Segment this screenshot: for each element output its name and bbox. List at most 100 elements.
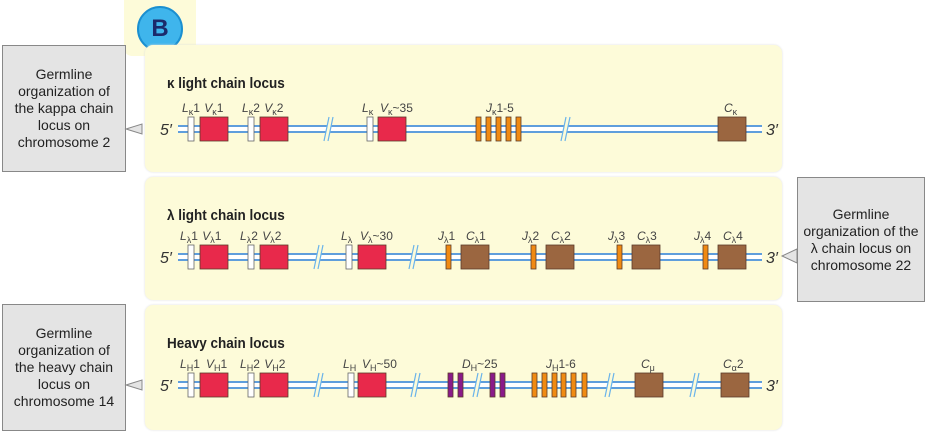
break-line [608, 372, 615, 398]
gene-segment-label: Lλ [341, 229, 353, 245]
gene-segment-label: Vλ1 [202, 229, 222, 245]
variable-gene-segment [377, 116, 407, 142]
kappa-locus-panel: κ light chain locus [145, 45, 782, 172]
lambda-title: λ light chain locus [167, 207, 285, 224]
gene-segment-label: Vκ1 [204, 101, 224, 117]
dna-strand [178, 125, 762, 133]
break-line [317, 244, 324, 270]
lambda-locus-panel: λ light chain locus [145, 177, 782, 300]
leader-gene-segment [187, 372, 195, 398]
gene-segment-label: DH~25 [462, 357, 498, 373]
gene-segment-label: Vλ2 [262, 229, 282, 245]
gene-segment-label: VH1 [206, 357, 228, 373]
break-line [410, 372, 417, 398]
gene-segment-label: Cκ [724, 101, 738, 117]
chromosome-break-mark [690, 373, 699, 397]
gene-segment-label: Jλ2 [521, 229, 540, 245]
leader-gene-segment [187, 244, 195, 270]
break-line [313, 244, 320, 270]
kappa-callout: Germline organization of the kappa chain… [2, 45, 126, 172]
lambda-callout: Germline organization of the λ chain loc… [797, 177, 925, 302]
joining-gene-segment [551, 372, 558, 398]
variable-gene-segment [259, 244, 289, 270]
three-prime-label: 3′ [766, 378, 779, 395]
five-prime-label: 5′ [160, 250, 173, 267]
break-line [414, 372, 421, 398]
gene-segment-label: LH1 [180, 357, 200, 373]
constant-gene-segment [720, 372, 750, 398]
kappa-title: κ light chain locus [167, 75, 285, 92]
gene-segment-label: LH [343, 357, 356, 373]
joining-gene-segment [702, 244, 709, 270]
heavy-locus-panel: Heavy chain locus [145, 305, 782, 430]
variable-gene-segment [199, 116, 229, 142]
joining-gene-segment [560, 372, 567, 398]
gene-segment-label: Cλ3 [637, 229, 657, 245]
gene-segment-label: Lλ2 [240, 229, 258, 245]
break-line [317, 372, 324, 398]
variable-gene-segment [259, 116, 289, 142]
leader-gene-segment [187, 116, 195, 142]
variable-gene-segment [357, 244, 387, 270]
five-prime-label: 5′ [160, 122, 173, 139]
gene-segment-label: Vκ2 [264, 101, 284, 117]
joining-gene-segment [505, 116, 512, 142]
joining-gene-segment [530, 244, 537, 270]
chromosome-break-mark [314, 245, 323, 269]
break-line [689, 372, 696, 398]
gene-segment-label: Vλ~30 [360, 229, 393, 245]
gene-segment-label: Lκ2 [242, 101, 260, 117]
gene-segment-label: VH2 [264, 357, 286, 373]
gene-segment-label: Jλ4 [693, 229, 712, 245]
leader-gene-segment [247, 116, 255, 142]
chromosome-break-mark [605, 373, 614, 397]
chromosome-break-mark [314, 373, 323, 397]
diversity-gene-segment [489, 372, 496, 398]
joining-gene-segment [581, 372, 588, 398]
constant-gene-segment [631, 244, 661, 270]
gene-segment-label: Cλ2 [551, 229, 571, 245]
break-line [323, 116, 330, 142]
heavy-callout: Germline organization of the heavy chain… [2, 304, 126, 431]
panel-badge: B [137, 6, 183, 52]
variable-gene-segment [259, 372, 289, 398]
chromosome-break-mark [411, 373, 420, 397]
five-prime-label: 5′ [160, 378, 173, 395]
constant-gene-segment [545, 244, 575, 270]
gene-segment-label: Jλ1 [437, 229, 456, 245]
gene-segment-label: Cμ [641, 357, 655, 373]
diversity-gene-segment [457, 372, 464, 398]
leader-gene-segment [247, 244, 255, 270]
chromosome-break-mark [473, 373, 482, 397]
break-line [472, 372, 479, 398]
joining-gene-segment [495, 116, 502, 142]
gene-segment-label: Cα2 [723, 357, 744, 373]
variable-gene-segment [357, 372, 387, 398]
joining-gene-segment [531, 372, 538, 398]
heavy-callout-pointer [124, 379, 143, 391]
diversity-gene-segment [447, 372, 454, 398]
gene-segment-label: Cλ1 [466, 229, 486, 245]
dna-strand [178, 381, 762, 389]
gene-segment-label: Vκ~35 [380, 101, 413, 117]
break-line [693, 372, 700, 398]
break-line [560, 116, 567, 142]
joining-gene-segment [445, 244, 452, 270]
leader-gene-segment [347, 372, 355, 398]
break-line [476, 372, 483, 398]
gene-segment-label: Cλ4 [723, 229, 743, 245]
break-line [327, 116, 334, 142]
gene-segment-label: LH2 [240, 357, 260, 373]
joining-gene-segment [570, 372, 577, 398]
leader-gene-segment [366, 116, 374, 142]
variable-gene-segment [199, 372, 229, 398]
lambda-callout-pointer [780, 248, 798, 264]
joining-gene-segment [475, 116, 482, 142]
gene-segment-label: Lκ1 [182, 101, 200, 117]
gene-segment-label: Jκ1-5 [485, 101, 514, 117]
chromosome-break-mark [409, 245, 418, 269]
